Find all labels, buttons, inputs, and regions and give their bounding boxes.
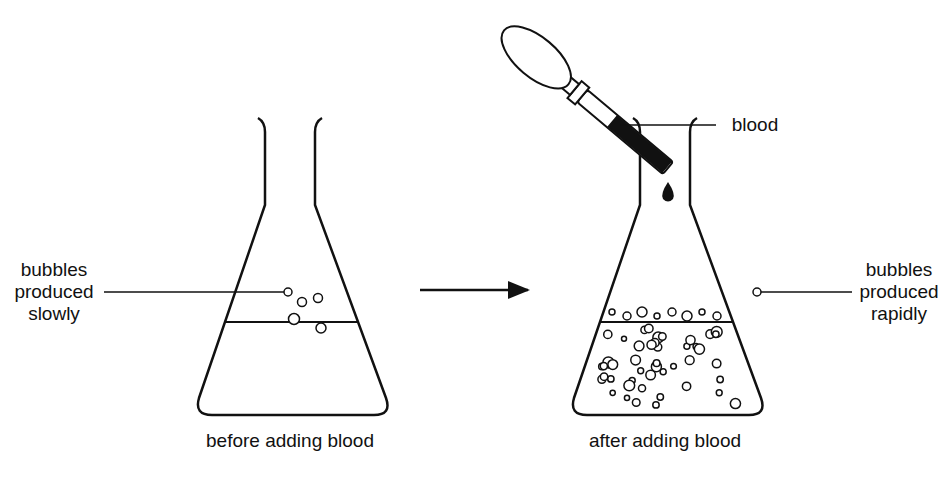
bubble xyxy=(716,390,722,396)
bubbles-label: bubbles produced slowly xyxy=(6,259,102,325)
flask-caption: after adding blood xyxy=(555,430,775,452)
bubble xyxy=(686,335,695,344)
bubble xyxy=(624,395,629,400)
bubbles-label: bubbles produced rapidly xyxy=(854,259,944,325)
bubble xyxy=(713,312,721,320)
bubble xyxy=(316,323,326,333)
bubble xyxy=(624,380,635,391)
blood-drop xyxy=(662,182,674,202)
bubble xyxy=(717,376,723,382)
bubbles xyxy=(284,288,761,409)
bubble xyxy=(711,326,722,337)
bubble xyxy=(645,324,654,333)
bubble xyxy=(685,356,694,365)
bubble xyxy=(608,360,618,370)
bubble xyxy=(632,399,640,407)
blood-label: blood xyxy=(720,114,790,136)
bubble xyxy=(609,309,615,315)
bubble xyxy=(600,363,607,370)
bubble xyxy=(610,390,615,395)
bubble xyxy=(634,341,644,351)
flask-caption: before adding blood xyxy=(180,430,400,452)
bubble xyxy=(671,363,677,369)
bubble xyxy=(284,288,292,296)
bubble xyxy=(713,331,719,337)
bubble xyxy=(289,314,300,325)
leader-line xyxy=(757,291,852,293)
leader-line xyxy=(620,124,716,126)
leader-line xyxy=(104,291,284,293)
bubble xyxy=(694,344,704,354)
bubble xyxy=(653,360,660,367)
bubble xyxy=(604,330,612,338)
bubble xyxy=(298,298,307,307)
bubble xyxy=(637,307,647,317)
bubble xyxy=(638,368,644,374)
bubble xyxy=(699,309,705,315)
bubble xyxy=(314,294,323,303)
bubble xyxy=(608,376,614,382)
bubble xyxy=(659,333,666,340)
bubble xyxy=(638,385,645,392)
bubble xyxy=(730,398,740,408)
dropper xyxy=(491,15,681,183)
flask xyxy=(198,118,388,415)
bubble xyxy=(600,373,607,380)
bubble xyxy=(631,355,641,365)
bubble xyxy=(668,308,676,316)
bubble xyxy=(654,313,660,319)
bubble xyxy=(647,340,656,349)
process-arrow xyxy=(420,289,528,292)
bubble xyxy=(653,402,659,408)
bubble xyxy=(682,311,692,321)
bubble xyxy=(712,359,721,368)
bubble xyxy=(622,336,627,341)
bubble xyxy=(623,312,631,320)
bubble xyxy=(657,394,663,400)
bubble xyxy=(753,288,761,296)
bubble xyxy=(682,382,690,390)
